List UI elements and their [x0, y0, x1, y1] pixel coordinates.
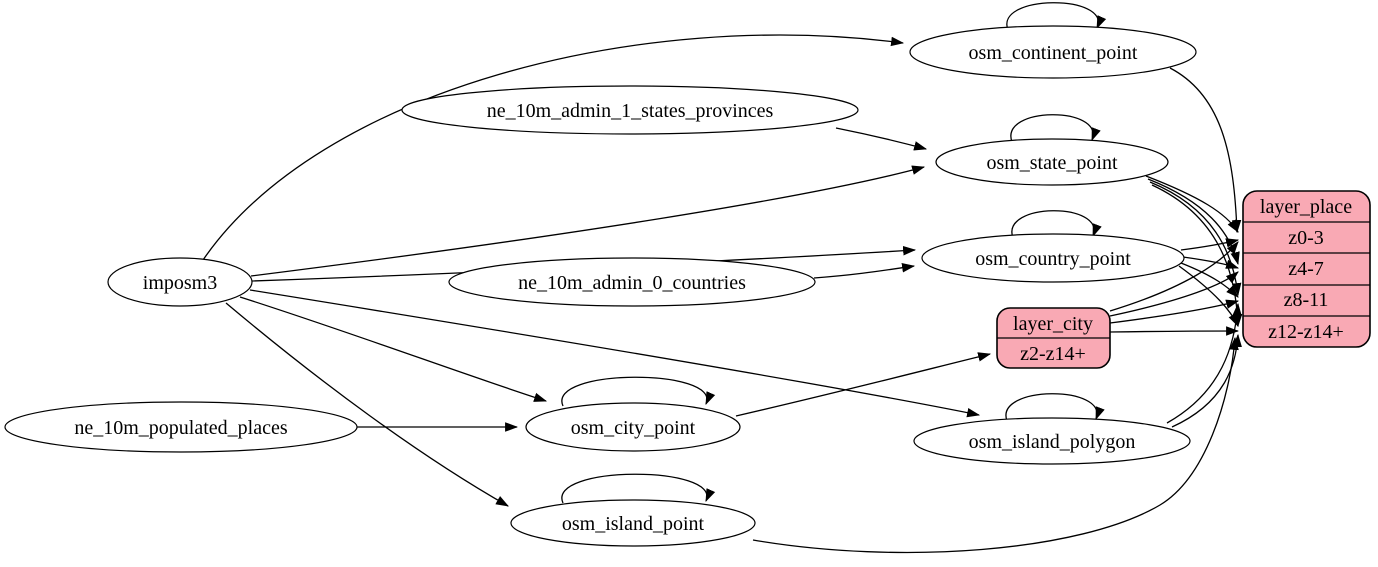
edge-osm_island_polygon-to-layer_place-z8-11 — [1166, 302, 1242, 424]
osm_island_point-label: osm_island_point — [562, 513, 705, 535]
ne_10m_admin_1_states_provinces-label: ne_10m_admin_1_states_provinces — [487, 100, 774, 122]
self-loop-osm_island_polygon — [1005, 393, 1105, 422]
ne_10m_populated_places-label: ne_10m_populated_places — [74, 417, 287, 439]
osm_country_point-label: osm_country_point — [975, 248, 1131, 270]
self-loop-osm_city_point — [561, 376, 716, 407]
layer_place-title: layer_place — [1260, 196, 1352, 218]
osm_island_point-shape — [510, 499, 756, 547]
edges — [202, 2, 1243, 554]
osm_continent_point-shape — [909, 25, 1197, 79]
node-osm_island_polygon: osm_island_polygon — [913, 417, 1191, 465]
osm_state_point-label: osm_state_point — [986, 152, 1118, 174]
edge-imposm3-to-osm_continent_point — [202, 34, 905, 261]
node-layer_city: layer_city z2-z14+ — [996, 307, 1111, 369]
osm_state_point-shape — [935, 138, 1169, 186]
edge-ne_10m_admin_1_states_provinces-to-osm_state_point — [835, 127, 928, 151]
edge-imposm3-to-osm_island_point — [225, 302, 509, 507]
node-ne_10m_admin_0_countries: ne_10m_admin_0_countries — [448, 257, 816, 307]
node-layer_place: layer_place z0-3 z4-7 z8-11 z12-z14+ — [1242, 190, 1371, 348]
edge-imposm3-to-osm_state_point — [250, 165, 926, 277]
layer_place-row-z8-11: z8-11 — [1284, 289, 1329, 311]
ne_10m_admin_0_countries-shape — [448, 257, 816, 307]
edge-osm_country_point-to-layer_place-z8-11 — [1180, 262, 1239, 298]
layer_city-title: layer_city — [1013, 313, 1093, 335]
node-imposm3: imposm3 — [107, 257, 253, 307]
self-loop-osm_island_point — [561, 473, 716, 504]
layer_place-row-z12-z14: z12-z14+ — [1268, 321, 1344, 343]
self-loop-osm_continent_point — [1006, 2, 1107, 31]
node-osm_continent_point: osm_continent_point — [909, 25, 1197, 79]
node-ne_10m_admin_1_states_provinces: ne_10m_admin_1_states_provinces — [401, 85, 859, 135]
edge-layer_city-to-layer_place-z8-11 — [1109, 299, 1240, 324]
ne_10m_populated_places-shape — [4, 401, 358, 453]
layer_place-row-z0-3: z0-3 — [1288, 227, 1324, 249]
node-osm_city_point: osm_city_point — [525, 402, 741, 452]
edge-ne_10m_admin_0_countries-to-osm_country_point — [813, 263, 916, 279]
osm_island_polygon-label: osm_island_polygon — [969, 431, 1136, 453]
ne_10m_admin_0_countries-label: ne_10m_admin_0_countries — [518, 272, 746, 294]
layer_place-shape — [1242, 190, 1371, 348]
imposm3-label: imposm3 — [143, 272, 217, 294]
edge-osm_continent_point-to-layer_place-z0-3 — [1169, 67, 1242, 234]
node-osm_country_point: osm_country_point — [921, 233, 1185, 283]
osm_continent_point-label: osm_continent_point — [969, 42, 1138, 64]
node-ne_10m_populated_places: ne_10m_populated_places — [4, 401, 358, 453]
edge-imposm3-to-osm_island_polygon — [249, 289, 981, 418]
edge-layer_city-to-layer_place-z4-7 — [1109, 271, 1239, 317]
edge-osm_state_point-to-layer_place-z0-3 — [1145, 175, 1239, 233]
edge-osm_island_point-to-layer_place-z12-z14 — [752, 336, 1239, 554]
osm_city_point-shape — [525, 402, 741, 452]
osm_country_point-shape — [921, 233, 1185, 283]
osm_city_point-label: osm_city_point — [571, 417, 696, 439]
node-osm_island_point: osm_island_point — [510, 499, 756, 547]
ne_10m_admin_1_states_provinces-shape — [401, 85, 859, 135]
self-loop-osm_country_point — [1011, 210, 1102, 239]
layer_city-row-z2-z14: z2-z14+ — [1020, 343, 1086, 365]
edge-imposm3-to-osm_city_point — [239, 296, 548, 402]
osm_island_polygon-shape — [913, 417, 1191, 465]
edge-layer_city-to-layer_place-z0-3 — [1109, 241, 1239, 312]
imposm3-shape — [107, 257, 253, 307]
layer_place-row-z4-7: z4-7 — [1288, 258, 1324, 280]
self-loop-osm_state_point — [1010, 114, 1101, 143]
edge-osm_city_point-to-layer_city-z2-z14 — [735, 352, 992, 417]
edge-osm_country_point-to-layer_place-z0-3 — [1180, 238, 1240, 251]
node-osm_state_point: osm_state_point — [935, 138, 1169, 186]
edge-layer_city-to-layer_place-z12-z14 — [1109, 326, 1240, 336]
